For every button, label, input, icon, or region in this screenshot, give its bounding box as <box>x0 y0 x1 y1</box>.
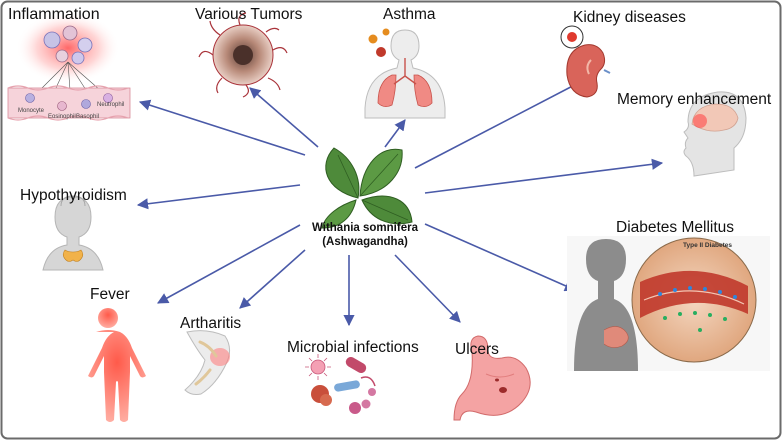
label-asthma: Asthma <box>383 6 436 23</box>
label-memory: Memory enhancement <box>617 91 772 108</box>
arrows <box>136 77 664 327</box>
cell-label-eosinophil: Eosinophil <box>48 114 76 120</box>
label-diabetes: Diabetes Mellitus <box>616 219 735 236</box>
inflammation-illustration <box>7 12 131 121</box>
cell-label-basophil: Basophil <box>76 114 100 120</box>
microbes-illustration <box>305 354 376 414</box>
diabetes-inset-title: Type II Diabetes <box>683 242 733 249</box>
label-microbial: Microbial infections <box>287 339 419 356</box>
stomach-illustration <box>453 335 531 421</box>
arrow-ulcers <box>394 254 461 323</box>
cell-label-neutrophil: Neutrophil <box>97 102 125 108</box>
arrow-fever <box>157 224 301 304</box>
label-fever: Fever <box>90 286 130 303</box>
diabetes-illustration <box>567 236 770 371</box>
center-plant-common-name: (Ashwagandha) <box>322 235 408 248</box>
label-inflammation: Inflammation <box>8 6 100 23</box>
head-brain-illustration <box>683 91 747 177</box>
fever-body-illustration <box>88 308 146 422</box>
arrow-diabetes <box>424 223 577 292</box>
lungs-illustration <box>364 28 446 119</box>
arrow-asthma <box>384 119 406 148</box>
cell-label-monocyte: Monocyte <box>18 108 45 114</box>
arrow-kidney <box>414 77 589 169</box>
label-kidney: Kidney diseases <box>573 9 686 26</box>
arrow-arthritis <box>239 249 306 309</box>
label-tumors: Various Tumors <box>195 6 303 23</box>
label-hypothyroidism: Hypothyroidism <box>20 187 127 204</box>
arrow-memory <box>424 158 664 194</box>
thyroid-illustration <box>42 195 104 271</box>
ashwagandha-leaves-icon <box>321 147 413 229</box>
kidney-illustration <box>560 25 611 98</box>
label-arthritis: Artharitis <box>180 315 242 332</box>
arrow-hypothyroidism <box>136 184 301 210</box>
label-ulcers: Ulcers <box>455 341 499 358</box>
arrow-inflammation <box>138 99 306 156</box>
tumor-illustration <box>198 12 288 98</box>
knee-joint-illustration <box>184 330 231 395</box>
arrow-tumors <box>249 87 319 148</box>
center-plant-name: Withania somnifera <box>312 222 418 234</box>
center-plant-label: Withania somnifera (Ashwagandha) <box>300 222 430 250</box>
